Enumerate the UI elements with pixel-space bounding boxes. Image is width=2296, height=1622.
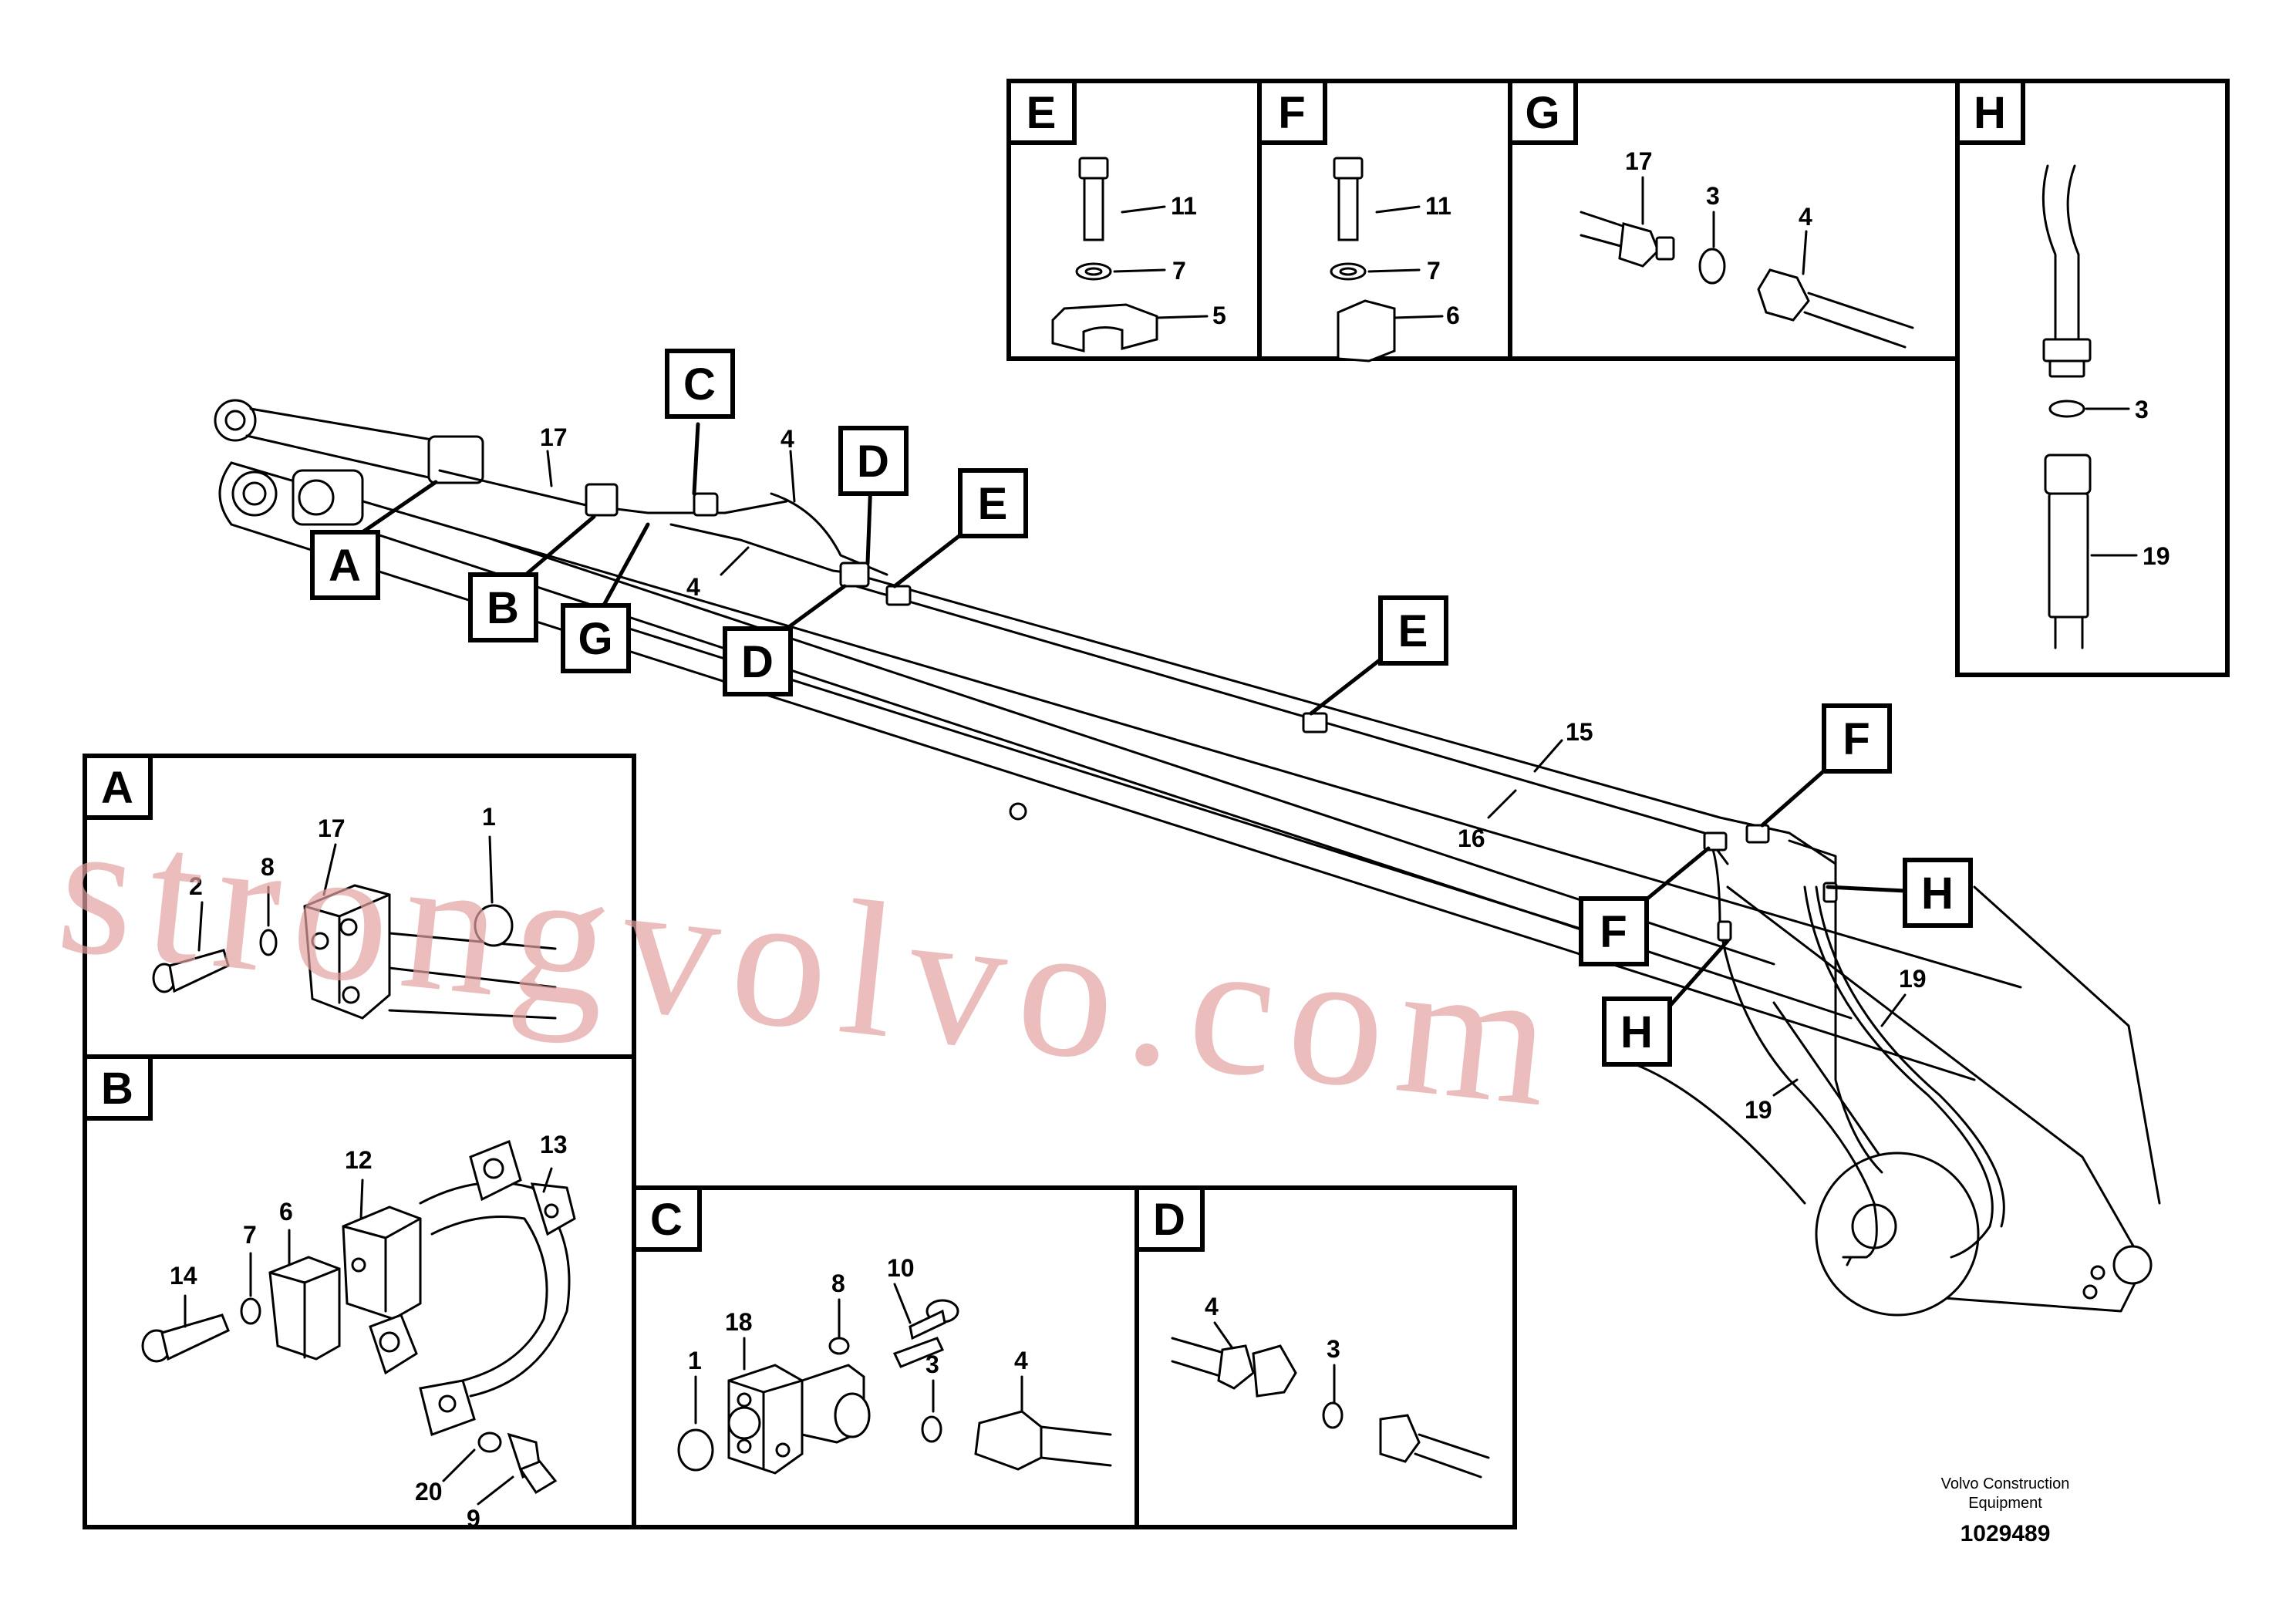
label-text: D bbox=[1153, 1195, 1185, 1245]
detail-panel-A: A 1 2 8 17 bbox=[83, 754, 636, 1059]
detail-panel-E: E 11 7 5 bbox=[1006, 79, 1262, 361]
part-number-11: 11 bbox=[1171, 192, 1197, 220]
callout-B: B bbox=[468, 572, 538, 642]
label-text: H bbox=[1974, 88, 2006, 138]
label-text: E bbox=[1398, 606, 1428, 656]
part-number-14: 14 bbox=[170, 1262, 197, 1290]
callout-H-left: H bbox=[1602, 996, 1672, 1067]
part-number-18: 18 bbox=[725, 1308, 753, 1336]
part-number-7: 7 bbox=[1172, 257, 1186, 285]
part-number-6: 6 bbox=[279, 1198, 293, 1226]
credit-line-2: Equipment bbox=[1968, 1495, 2042, 1512]
detail-panel-G: G 17 3 4 bbox=[1508, 79, 1960, 361]
part-number-1: 1 bbox=[482, 803, 496, 831]
part-number-11: 11 bbox=[1425, 192, 1451, 220]
part-number-3: 3 bbox=[925, 1351, 939, 1378]
part-number-15: 15 bbox=[1566, 718, 1593, 746]
label-text: F bbox=[1600, 907, 1627, 957]
part-number-12: 12 bbox=[345, 1146, 373, 1174]
label-text: A bbox=[329, 541, 361, 591]
callout-E-middle: E bbox=[1378, 595, 1448, 666]
part-number-4: 4 bbox=[1014, 1347, 1028, 1374]
part-number-17: 17 bbox=[318, 814, 346, 842]
detail-panel-F: F 11 7 6 bbox=[1257, 79, 1512, 363]
callout-G: G bbox=[561, 603, 631, 673]
part-number-19: 19 bbox=[2143, 542, 2170, 570]
label-text: D bbox=[857, 437, 889, 487]
label-text: H bbox=[1620, 1007, 1653, 1057]
main-boom-assembly bbox=[214, 399, 2161, 1317]
part-number-19: 19 bbox=[1899, 965, 1927, 993]
label-text: A bbox=[101, 763, 133, 813]
part-number-9: 9 bbox=[467, 1505, 480, 1533]
label-text: F bbox=[1843, 714, 1870, 764]
part-number-2: 2 bbox=[189, 872, 203, 900]
part-number-7: 7 bbox=[243, 1221, 257, 1249]
part-number-1: 1 bbox=[688, 1347, 702, 1374]
part-number-8: 8 bbox=[261, 853, 275, 881]
label-text: E bbox=[1027, 88, 1057, 138]
part-number-3: 3 bbox=[1706, 182, 1720, 210]
part-number-7: 7 bbox=[1427, 257, 1441, 285]
detail-panel-D: D 4 3 bbox=[1135, 1185, 1517, 1529]
part-number-4: 4 bbox=[1799, 203, 1812, 231]
part-number-8: 8 bbox=[831, 1270, 845, 1297]
callout-F-lower: F bbox=[1579, 896, 1649, 966]
part-number-13: 13 bbox=[540, 1131, 568, 1158]
part-number-3: 3 bbox=[2135, 396, 2149, 423]
callout-E-left: E bbox=[958, 468, 1028, 538]
part-number-17: 17 bbox=[540, 423, 568, 451]
label-text: C bbox=[683, 359, 716, 410]
detail-panel-H: H 3 19 bbox=[1955, 79, 2230, 677]
part-number-6: 6 bbox=[1446, 302, 1460, 329]
part-number-4: 4 bbox=[686, 573, 700, 601]
part-number-3: 3 bbox=[1327, 1335, 1340, 1363]
part-number-4: 4 bbox=[781, 425, 794, 453]
label-text: F bbox=[1278, 88, 1305, 138]
label-text: B bbox=[487, 583, 519, 633]
part-number-4: 4 bbox=[1205, 1293, 1219, 1320]
label-text: G bbox=[578, 614, 612, 664]
callout-C: C bbox=[665, 349, 735, 419]
part-number-10: 10 bbox=[887, 1254, 915, 1282]
label-text: H bbox=[1921, 868, 1954, 919]
detail-panel-C: C 1 18 8 10 3 4 bbox=[632, 1185, 1139, 1529]
callout-D-lower: D bbox=[723, 626, 793, 696]
document-number: 1029489 bbox=[1961, 1521, 2051, 1546]
callout-H-right: H bbox=[1903, 858, 1973, 928]
label-text: G bbox=[1525, 88, 1559, 138]
callout-D-upper: D bbox=[838, 426, 909, 496]
detail-panel-B: B 14 7 6 bbox=[83, 1054, 636, 1533]
part-number-20: 20 bbox=[415, 1478, 443, 1506]
part-number-16: 16 bbox=[1458, 824, 1485, 852]
label-text: E bbox=[978, 479, 1008, 529]
callout-A: A bbox=[310, 530, 380, 600]
part-number-17: 17 bbox=[1625, 147, 1653, 175]
label-text: D bbox=[741, 637, 774, 687]
label-text: B bbox=[101, 1064, 133, 1114]
credit-line-1: Volvo Construction bbox=[1941, 1475, 2070, 1492]
part-number-5: 5 bbox=[1212, 302, 1226, 329]
label-text: C bbox=[650, 1195, 683, 1245]
callout-F-upper: F bbox=[1822, 703, 1892, 774]
part-number-19: 19 bbox=[1745, 1096, 1772, 1124]
